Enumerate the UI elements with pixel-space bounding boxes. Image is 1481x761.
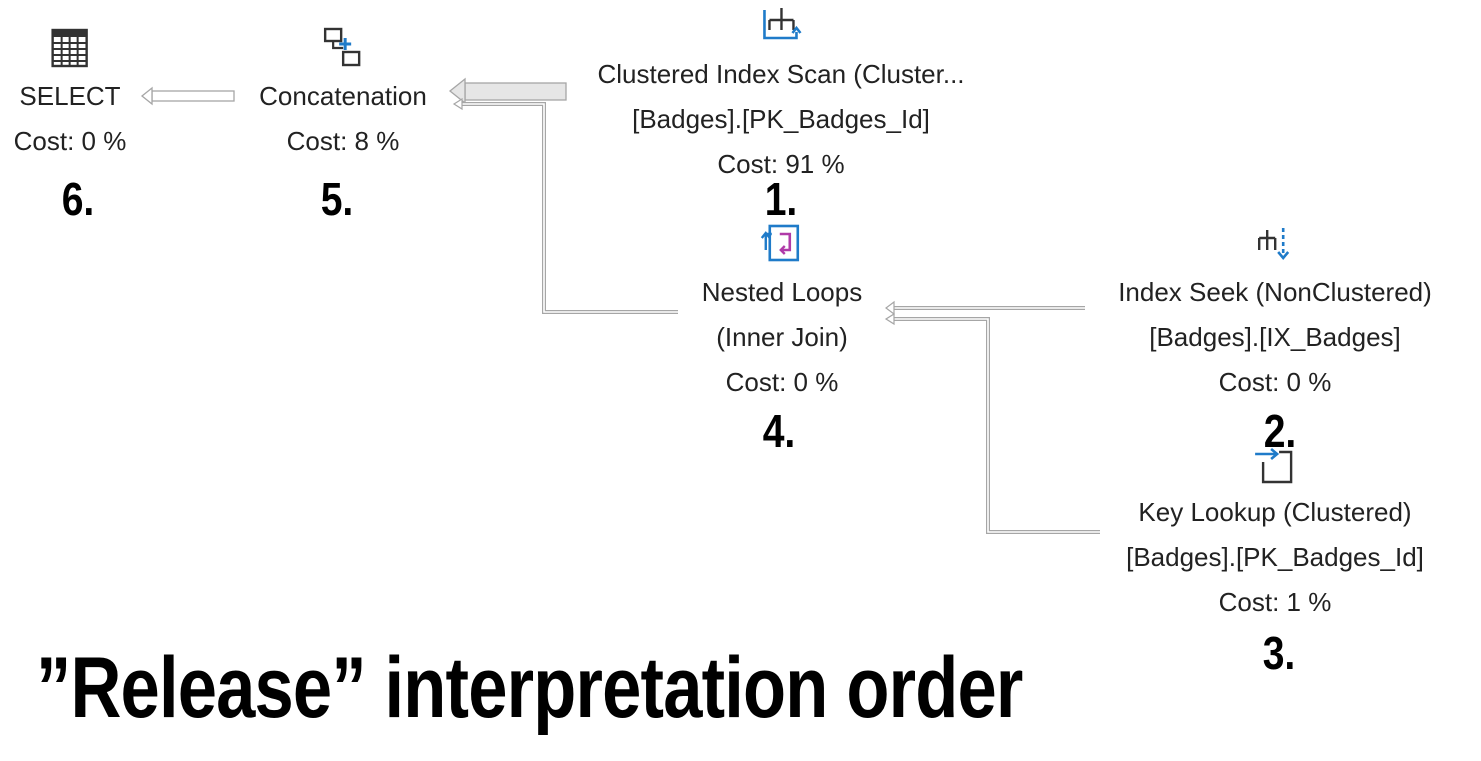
index-seek-object: [Badges].[IX_Badges] <box>1149 322 1401 352</box>
index-seek-cost: Cost: 0 % <box>1218 367 1332 397</box>
arrow-nested-loops-to-concatenation <box>452 97 678 314</box>
arrow-index-seek-to-nested-loops <box>885 300 1085 316</box>
select-cost: Cost: 0 % <box>13 126 127 156</box>
concatenation-label: Concatenation <box>259 81 427 111</box>
nested-loops-operator[interactable]: Nested Loops (Inner Join) Cost: 0 % <box>702 222 862 405</box>
order-number-key-lookup: 3. <box>1262 627 1296 679</box>
nested-loops-icon <box>761 224 800 262</box>
clustered-index-scan-icon <box>762 8 802 40</box>
concatenation-operator[interactable]: Concatenation Cost: 8 % <box>259 26 427 164</box>
select-label: SELECT <box>19 81 121 111</box>
index-seek-label: Index Seek (NonClustered) <box>1118 277 1432 307</box>
key-lookup-icon <box>1255 448 1293 484</box>
nested-loops-cost: Cost: 0 % <box>725 367 839 397</box>
key-lookup-label: Key Lookup (Clustered) <box>1138 497 1412 527</box>
order-number-nested-loops: 4. <box>762 405 796 457</box>
nested-loops-label: Nested Loops <box>701 277 863 307</box>
table-grid-icon <box>51 28 89 68</box>
index-seek-operator[interactable]: Index Seek (NonClustered) [Badges].[IX_B… <box>1118 222 1432 405</box>
concatenation-cost: Cost: 8 % <box>286 126 400 156</box>
arrow-concatenation-to-select <box>140 86 235 106</box>
arrow-scan-to-concatenation <box>448 77 567 105</box>
clustered-index-scan-cost: Cost: 91 % <box>717 149 845 179</box>
select-operator[interactable]: SELECT Cost: 0 % <box>13 26 127 164</box>
clustered-index-scan-label: Clustered Index Scan (Cluster... <box>597 59 965 89</box>
key-lookup-object: [Badges].[PK_Badges_Id] <box>1126 542 1424 572</box>
nested-loops-sublabel: (Inner Join) <box>716 322 848 352</box>
order-number-select: 6. <box>61 173 95 225</box>
index-seek-icon <box>1257 228 1289 261</box>
order-number-index-seek: 2. <box>1263 405 1297 457</box>
arrow-key-lookup-to-nested-loops <box>884 312 1100 534</box>
key-lookup-cost: Cost: 1 % <box>1218 587 1332 617</box>
order-number-concatenation: 5. <box>320 173 354 225</box>
clustered-index-scan-object: [Badges].[PK_Badges_Id] <box>632 104 930 134</box>
order-number-clustered-index-scan: 1. <box>764 173 798 225</box>
key-lookup-operator[interactable]: Key Lookup (Clustered) [Badges].[PK_Badg… <box>1126 442 1424 625</box>
caption-title: ”Release” interpretation order <box>36 640 1023 736</box>
clustered-index-scan-operator[interactable]: Clustered Index Scan (Cluster... [Badges… <box>597 4 965 187</box>
concatenation-icon <box>323 27 361 67</box>
